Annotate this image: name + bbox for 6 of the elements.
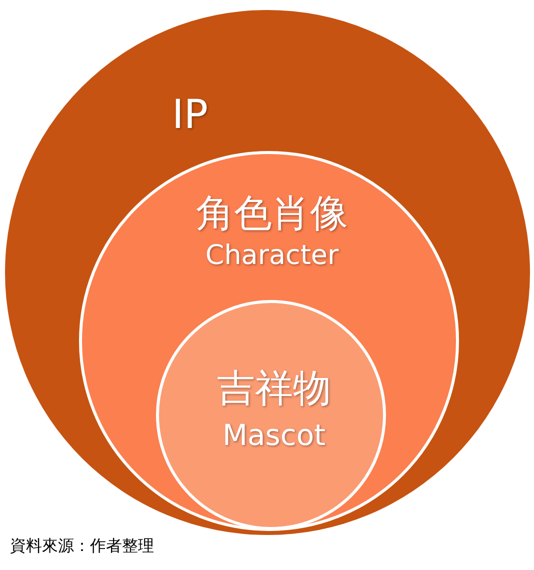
ip-label: IP	[172, 93, 208, 137]
source-caption: 資料來源：作者整理	[10, 536, 154, 557]
circle-heading: 角色肖像	[196, 193, 348, 235]
circle-subheading: Mascot	[222, 420, 326, 452]
circle-subheading: Character	[205, 241, 339, 271]
circle-heading: 吉祥物	[217, 368, 331, 410]
